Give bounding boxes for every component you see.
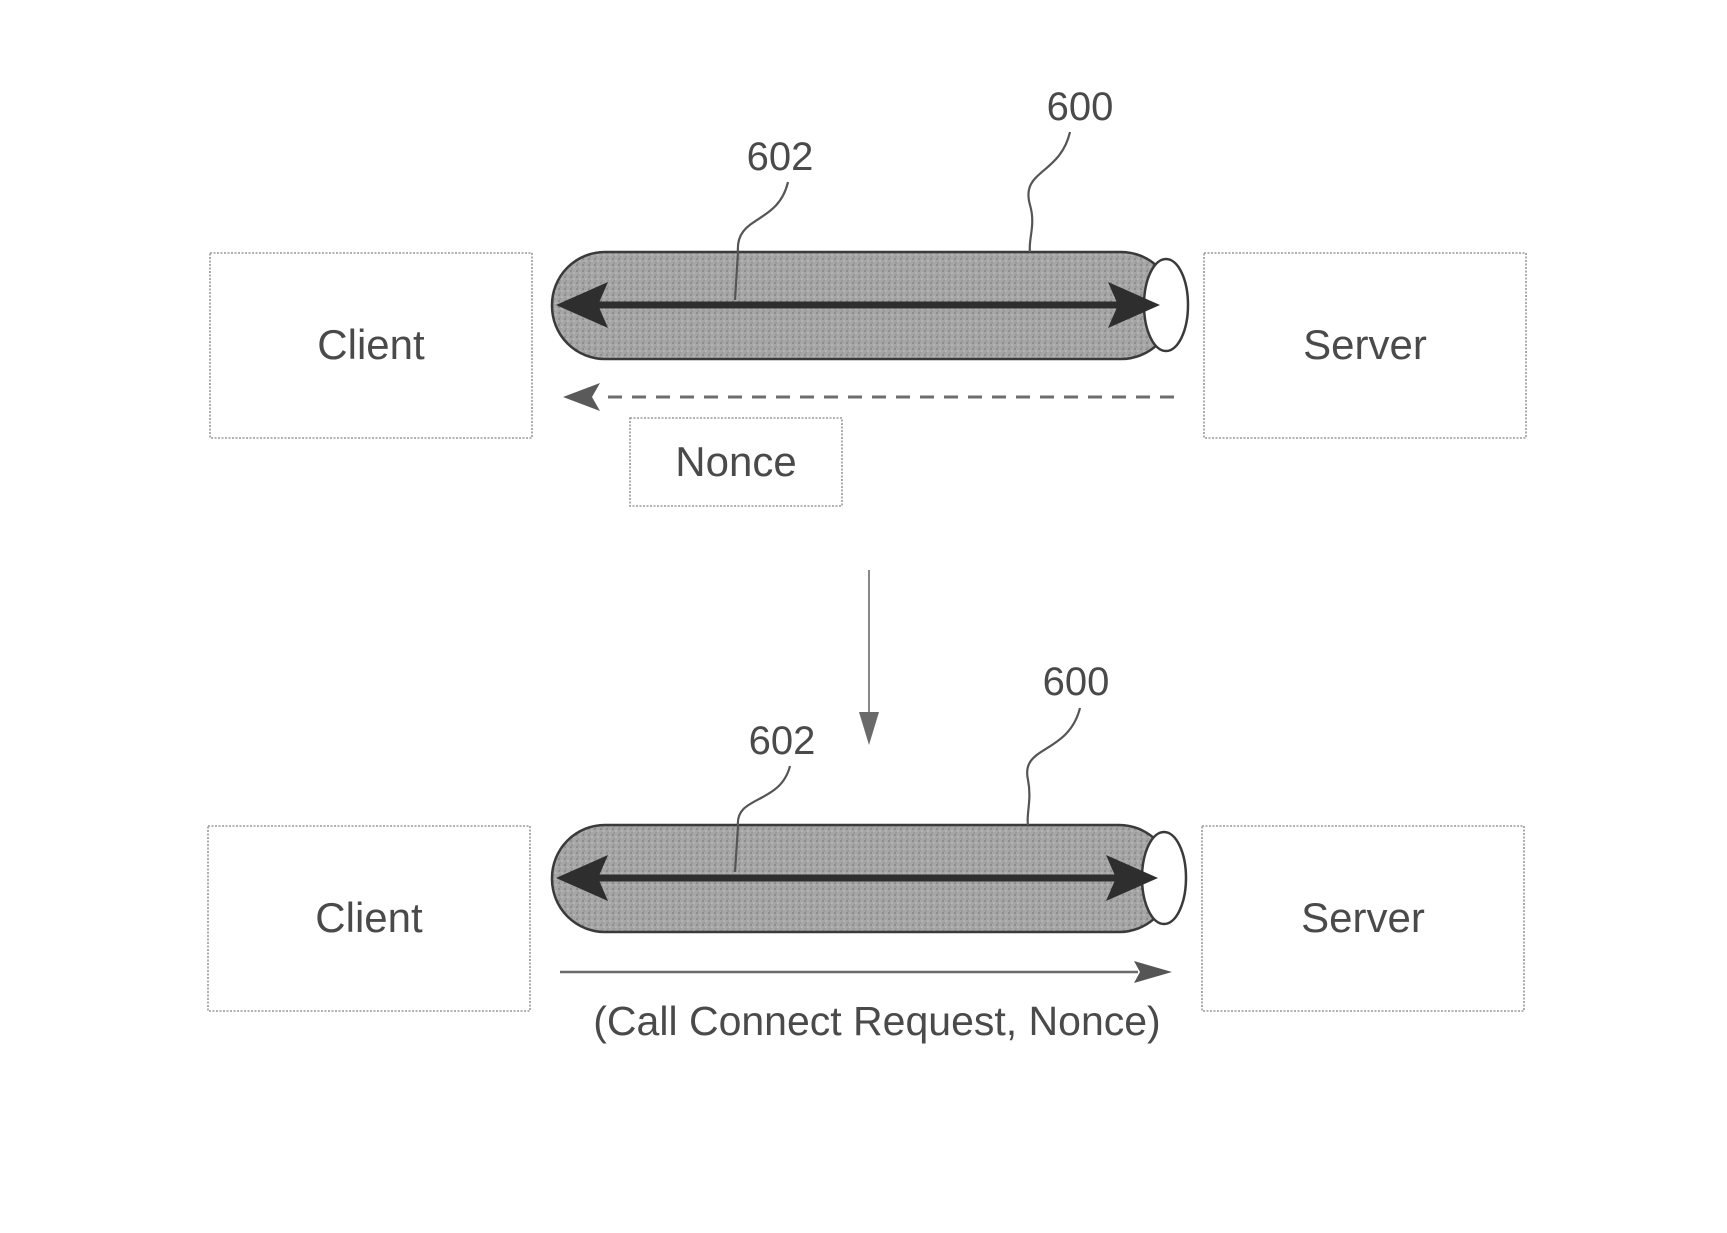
bottom-tunnel-ref-leader	[1027, 708, 1080, 825]
transition-arrow	[859, 570, 879, 745]
top-tunnel-ref-numeral: 600	[1047, 85, 1114, 129]
top-client-label: Client	[317, 321, 425, 368]
top-panel: Client Server 600 602 Nonce	[210, 85, 1526, 506]
top-server-label: Server	[1303, 321, 1427, 368]
nonce-label: Nonce	[675, 438, 796, 485]
top-arrow-ref-numeral: 602	[747, 135, 814, 179]
top-tunnel-ref-leader	[1028, 132, 1070, 252]
top-nonce-message-arrow	[563, 383, 1174, 411]
bottom-client-label: Client	[315, 894, 423, 941]
call-connect-request-label: (Call Connect Request, Nonce)	[593, 998, 1160, 1044]
bottom-arrow-ref-numeral: 602	[749, 719, 816, 763]
bottom-request-message-arrow	[560, 961, 1172, 983]
bottom-tunnel-ref-numeral: 600	[1043, 660, 1110, 704]
bottom-server-label: Server	[1301, 894, 1425, 941]
